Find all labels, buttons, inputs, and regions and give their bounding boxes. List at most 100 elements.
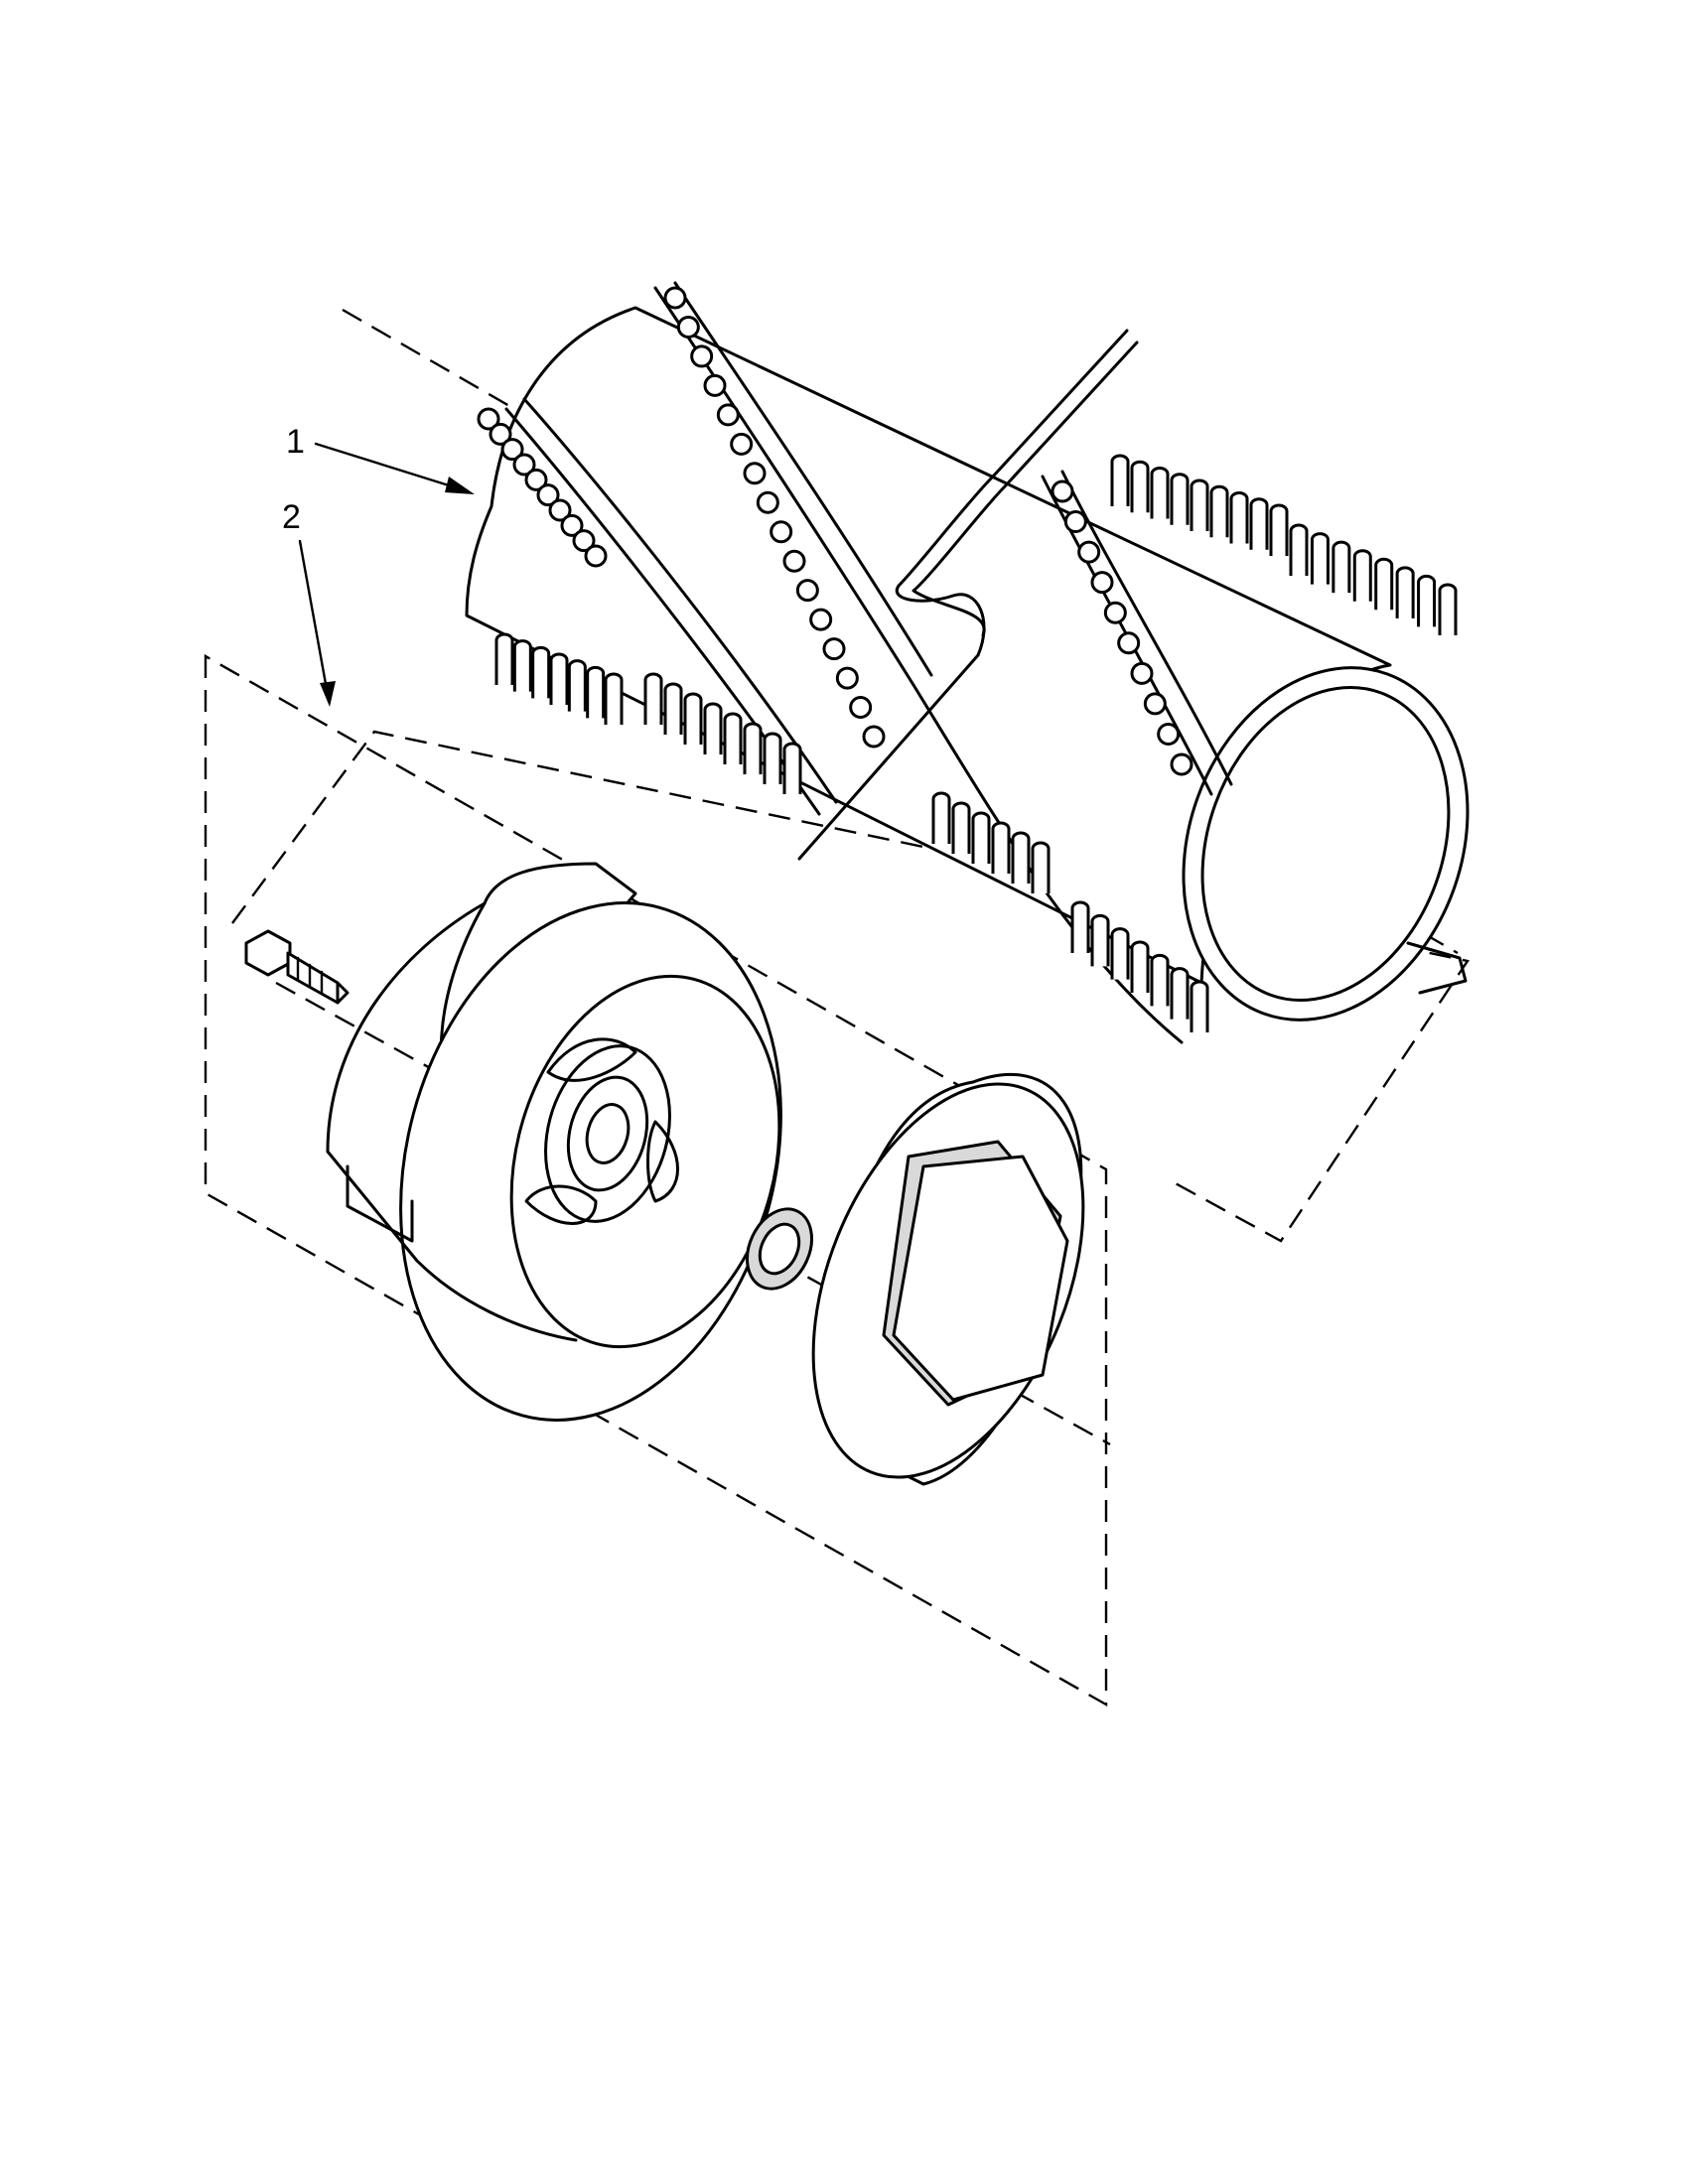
bristle-tuft (971, 811, 991, 864)
bristle-tuft (703, 702, 723, 754)
bristle-tuft (567, 659, 587, 712)
bristle-tuft (782, 549, 806, 573)
screw-icon (244, 929, 350, 1005)
bristle-tuft (1150, 953, 1170, 1007)
bristle-tuft (1103, 601, 1127, 624)
bristle-tuft (1130, 661, 1154, 685)
bristle-tuft (1130, 940, 1150, 993)
bristle-tuft (500, 438, 524, 462)
end-cap-housing-bottom-edge (326, 1150, 578, 1342)
bristle-tuft (931, 791, 951, 844)
bristle-tuft (604, 672, 624, 725)
bristle-tuft (1051, 479, 1074, 503)
bristle-tuft (584, 544, 608, 568)
bristle-tuft (683, 692, 703, 745)
end-cap-hub-inner (566, 1075, 649, 1192)
bristle-tuft (643, 672, 663, 725)
bristle-tuft (763, 732, 782, 784)
bristle-tuft (1417, 574, 1437, 627)
end-cap-housing-top-edge (326, 901, 487, 1154)
end-cap-spoke-3 (646, 1120, 679, 1203)
brushroll-end-face-outer (1182, 666, 1470, 1022)
bristle-tuft (531, 645, 551, 699)
bristle-tuft (1374, 557, 1394, 611)
bristle-tuft (676, 315, 700, 339)
bristle-tuft (743, 722, 763, 774)
brushroll-icon (465, 281, 1470, 1044)
callout-1: 1 (286, 423, 475, 494)
bristle-tuft (477, 407, 500, 431)
bristle-tuft (524, 468, 548, 491)
bristle-tuft (1190, 478, 1209, 531)
bristle-tuft (1332, 540, 1351, 594)
bristle-tuft (1352, 549, 1372, 602)
bristle-tuft (809, 608, 833, 631)
bristle-tuft (1063, 510, 1087, 534)
bristle-tuft (560, 513, 584, 537)
bristle-tuft (1031, 841, 1051, 893)
callout-2-number: 2 (282, 498, 301, 536)
bristle-tuft (1249, 497, 1269, 550)
bristle-tuft (1110, 454, 1130, 506)
bristle-tuft (730, 432, 754, 456)
bristle-tuft (549, 652, 569, 705)
bristle-tuft (690, 344, 714, 368)
screw-tip (336, 981, 350, 1005)
callout-2-arrowhead (320, 681, 336, 707)
bristle-tufts (477, 286, 1458, 1032)
bristle-tuft (835, 666, 859, 690)
bristle-tuft (1117, 631, 1141, 655)
bristle-tuft (1143, 692, 1167, 716)
bearing-icon (746, 1207, 813, 1291)
bristle-tuft (795, 579, 819, 603)
end-cap-latch (346, 1164, 414, 1243)
bristle-tuft (1289, 523, 1309, 576)
bristle-tuft (723, 712, 743, 764)
bristle-tuft (1438, 583, 1458, 635)
bristle-tuft (663, 286, 687, 310)
brushroll-end-face-inner (1200, 686, 1451, 1002)
bristle-tuft (770, 520, 793, 544)
bristle-tuft (663, 682, 683, 735)
drive-belt-edge (912, 341, 1139, 637)
bristle-tuft (1090, 913, 1110, 967)
bristle-tuft (1310, 532, 1330, 585)
hex-cap-nut-face (892, 1155, 1069, 1402)
callout-1-leader-line (314, 442, 467, 492)
bristle-tuft (512, 639, 532, 692)
end-cap-spoke-2 (524, 1184, 598, 1225)
callout-2: 2 (282, 498, 336, 707)
callout-1-arrowhead (445, 477, 475, 494)
bristle-tuft (1157, 722, 1181, 746)
bristle-tuft (1130, 460, 1150, 513)
bristle-tuft (1077, 540, 1101, 564)
brushroll-shaft-tip (1406, 941, 1468, 995)
screw-shank (286, 951, 340, 1005)
bristle-tuft (1070, 900, 1090, 953)
bristle-tuft (1395, 566, 1415, 618)
bristle-tuft (1011, 831, 1031, 884)
bristle-tuft (489, 422, 512, 446)
bristle-tuft (862, 725, 886, 749)
bristle-tuft (703, 373, 727, 397)
end-cap-hub-bore (585, 1103, 631, 1164)
bristle-tuft (1150, 467, 1170, 519)
bristle-tuft (572, 529, 596, 553)
brushroll-assembly-frame (231, 730, 1470, 1243)
bristle-tuft (494, 632, 514, 685)
bearing-inner-ring (758, 1222, 801, 1276)
bristle-tuft (1170, 473, 1190, 525)
bristle-tuft (756, 490, 779, 514)
end-cap-assembly-frame (204, 653, 1108, 1707)
bristle-tuft (951, 801, 971, 854)
screw-threads (296, 956, 324, 996)
bristle-tuft (536, 483, 560, 507)
end-cap-housing-icon (326, 862, 782, 1422)
bristle-tuft (1170, 752, 1193, 776)
callout-1-number: 1 (286, 423, 305, 461)
bristle-tuft (1170, 967, 1190, 1020)
bristle-tuft (849, 696, 873, 720)
bristle-tuft (1190, 980, 1209, 1032)
bristle-tuft (1229, 491, 1249, 544)
